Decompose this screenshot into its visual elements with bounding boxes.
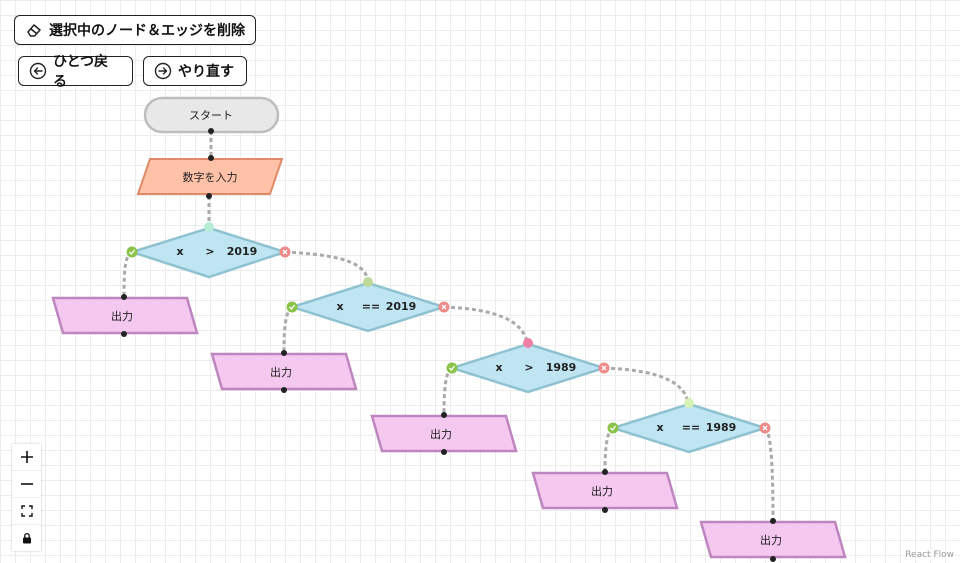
decision-node[interactable]: x == 2019 — [287, 281, 449, 333]
redo-button[interactable]: やり直す — [143, 56, 247, 86]
edge-cond1-true — [122, 250, 133, 298]
arrow-right-circle-icon — [154, 62, 172, 80]
target-handle[interactable] — [523, 338, 533, 348]
plus-icon — [20, 451, 33, 463]
false-handle[interactable] — [598, 362, 610, 374]
handle[interactable] — [770, 518, 776, 524]
x-icon — [441, 304, 447, 310]
edge-cond3-true — [442, 366, 454, 416]
condition-var: x — [656, 421, 663, 434]
true-handle[interactable] — [286, 301, 298, 313]
arrow-left-circle-icon — [29, 62, 47, 80]
output-label: 出力 — [591, 484, 613, 498]
x-icon — [601, 365, 607, 371]
edge-cond4-true — [603, 426, 615, 473]
output-node[interactable]: 出力 — [370, 414, 518, 453]
attribution-link[interactable]: React Flow — [903, 550, 956, 560]
output-node[interactable]: 出力 — [531, 471, 679, 510]
condition-op: > — [524, 361, 533, 374]
input-node[interactable]: 数字を入力 — [136, 158, 284, 195]
redo-label: やり直す — [178, 64, 234, 80]
handle[interactable] — [121, 294, 127, 300]
output-label: 出力 — [270, 365, 292, 379]
minus-icon — [20, 483, 33, 485]
target-handle[interactable] — [363, 277, 373, 287]
eraser-icon — [27, 24, 41, 37]
handle[interactable] — [281, 387, 287, 393]
handle[interactable] — [602, 507, 608, 513]
output-label: 出力 — [111, 309, 133, 323]
delete-selected-button[interactable]: 選択中のノード＆エッジを削除 — [14, 15, 256, 45]
handle[interactable] — [121, 331, 127, 337]
false-handle[interactable] — [438, 301, 450, 313]
handle[interactable] — [441, 449, 447, 455]
handle[interactable] — [602, 469, 608, 475]
output-node[interactable]: 出力 — [51, 296, 199, 335]
handle[interactable] — [770, 556, 776, 562]
false-handle[interactable] — [759, 422, 771, 434]
decision-node[interactable]: x > 2019 — [127, 226, 290, 279]
condition-value: 2019 — [227, 245, 258, 258]
edge-cond4-false — [763, 426, 775, 522]
condition-op: > — [205, 245, 214, 258]
fit-view-icon — [20, 505, 33, 517]
edge-cond3-false — [603, 366, 690, 403]
start-label: スタート — [189, 109, 233, 122]
decision-node[interactable]: x > 1989 — [447, 342, 609, 394]
output-node[interactable]: 出力 — [699, 520, 847, 559]
true-handle[interactable] — [607, 422, 619, 434]
lock-icon — [22, 532, 31, 544]
start-node[interactable]: スタート — [143, 96, 280, 134]
handle[interactable] — [208, 128, 214, 134]
x-icon — [762, 425, 768, 431]
condition-value: 1989 — [546, 361, 577, 374]
delete-selected-label: 選択中のノード＆エッジを削除 — [49, 23, 245, 39]
check-icon — [610, 425, 617, 431]
condition-op: == — [682, 421, 700, 434]
handle[interactable] — [208, 155, 214, 161]
undo-label: ひとつ戻る — [53, 54, 109, 90]
handle[interactable] — [206, 193, 212, 199]
zoom-out-button[interactable] — [12, 471, 41, 498]
condition-var: x — [336, 300, 343, 313]
zoom-in-button[interactable] — [12, 444, 41, 471]
fit-view-button[interactable] — [12, 498, 41, 525]
edge-cond2-false — [443, 305, 529, 343]
output-label: 出力 — [430, 427, 452, 441]
handle[interactable] — [281, 350, 287, 356]
check-icon — [129, 249, 136, 255]
condition-op: == — [362, 300, 380, 313]
target-handle[interactable] — [684, 398, 694, 408]
output-label: 出力 — [760, 533, 782, 547]
condition-value: 1989 — [706, 421, 737, 434]
output-node[interactable]: 出力 — [210, 352, 358, 391]
edge-cond2-true — [282, 305, 294, 354]
condition-value: 2019 — [386, 300, 417, 313]
false-handle[interactable] — [279, 246, 291, 258]
true-handle[interactable] — [446, 362, 458, 374]
flow-controls — [12, 444, 41, 551]
x-icon — [282, 249, 288, 255]
handle[interactable] — [441, 412, 447, 418]
input-label: 数字を入力 — [183, 170, 238, 184]
undo-button[interactable]: ひとつ戻る — [18, 54, 133, 90]
true-handle[interactable] — [126, 246, 138, 258]
check-icon — [289, 304, 296, 310]
target-handle[interactable] — [204, 222, 214, 232]
edge-cond1-false — [284, 250, 370, 282]
check-icon — [449, 365, 456, 371]
decision-node[interactable]: x == 1989 — [608, 402, 770, 454]
lock-button[interactable] — [12, 525, 41, 551]
condition-var: x — [495, 361, 502, 374]
condition-var: x — [176, 245, 183, 258]
